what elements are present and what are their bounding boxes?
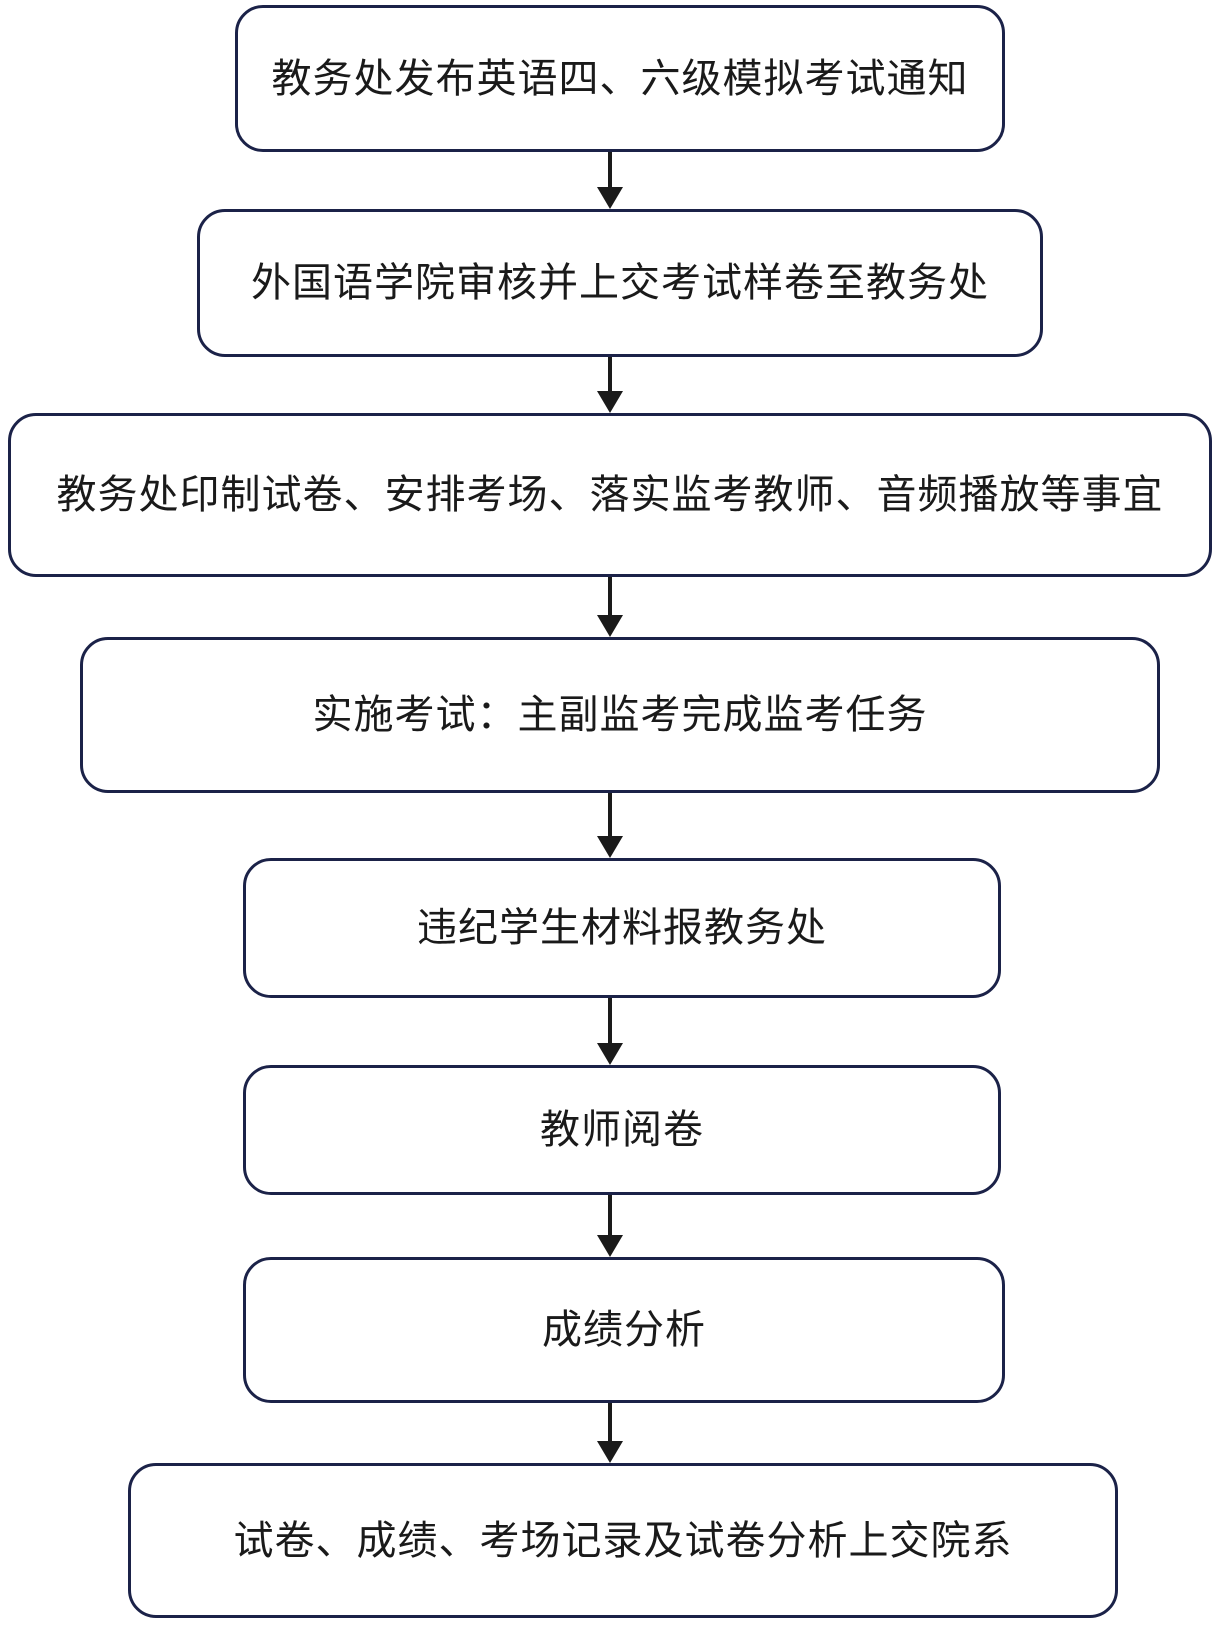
flow-arrow-4-5 <box>597 793 623 858</box>
arrow-head-icon <box>597 836 623 858</box>
flow-node-3: 教务处印制试卷、安排考场、落实监考教师、音频播放等事宜 <box>8 413 1212 577</box>
flow-arrow-2-3 <box>597 357 623 413</box>
flow-node-5-label: 违纪学生材料报教务处 <box>417 905 827 951</box>
arrow-head-icon <box>597 391 623 413</box>
flow-node-1: 教务处发布英语四、六级模拟考试通知 <box>235 5 1005 152</box>
flow-node-1-label: 教务处发布英语四、六级模拟考试通知 <box>271 55 969 102</box>
arrow-head-icon <box>597 187 623 209</box>
arrow-head-icon <box>597 1043 623 1065</box>
flow-arrow-6-7 <box>597 1195 623 1257</box>
flow-node-6: 教师阅卷 <box>243 1065 1001 1195</box>
flow-node-7-label: 成绩分析 <box>542 1307 706 1353</box>
flow-arrow-3-4 <box>597 577 623 637</box>
flow-arrow-7-8 <box>597 1403 623 1463</box>
arrow-shaft <box>608 1403 612 1441</box>
flow-node-4: 实施考试：主副监考完成监考任务 <box>80 637 1160 793</box>
arrow-shaft <box>608 357 612 391</box>
flow-arrow-1-2 <box>597 152 623 209</box>
flow-node-2-label: 外国语学院审核并上交考试样卷至教务处 <box>251 260 989 306</box>
flow-arrow-5-6 <box>597 998 623 1065</box>
flow-node-3-label: 教务处印制试卷、安排考场、落实监考教师、音频播放等事宜 <box>56 472 1164 518</box>
arrow-head-icon <box>597 1235 623 1257</box>
flow-node-5: 违纪学生材料报教务处 <box>243 858 1001 998</box>
flow-node-4-label: 实施考试：主副监考完成监考任务 <box>312 692 928 738</box>
arrow-head-icon <box>597 1441 623 1463</box>
arrow-shaft <box>608 152 612 187</box>
flow-node-8-label: 试卷、成绩、考场记录及试卷分析上交院系 <box>233 1517 1013 1564</box>
flow-node-2: 外国语学院审核并上交考试样卷至教务处 <box>197 209 1043 357</box>
arrow-shaft <box>608 1195 612 1235</box>
flow-node-6-label: 教师阅卷 <box>540 1107 704 1153</box>
flow-node-8: 试卷、成绩、考场记录及试卷分析上交院系 <box>128 1463 1118 1618</box>
arrow-shaft <box>608 998 612 1043</box>
arrow-shaft <box>608 793 612 836</box>
flow-node-7: 成绩分析 <box>243 1257 1005 1403</box>
arrow-shaft <box>608 577 612 615</box>
arrow-head-icon <box>597 615 623 637</box>
